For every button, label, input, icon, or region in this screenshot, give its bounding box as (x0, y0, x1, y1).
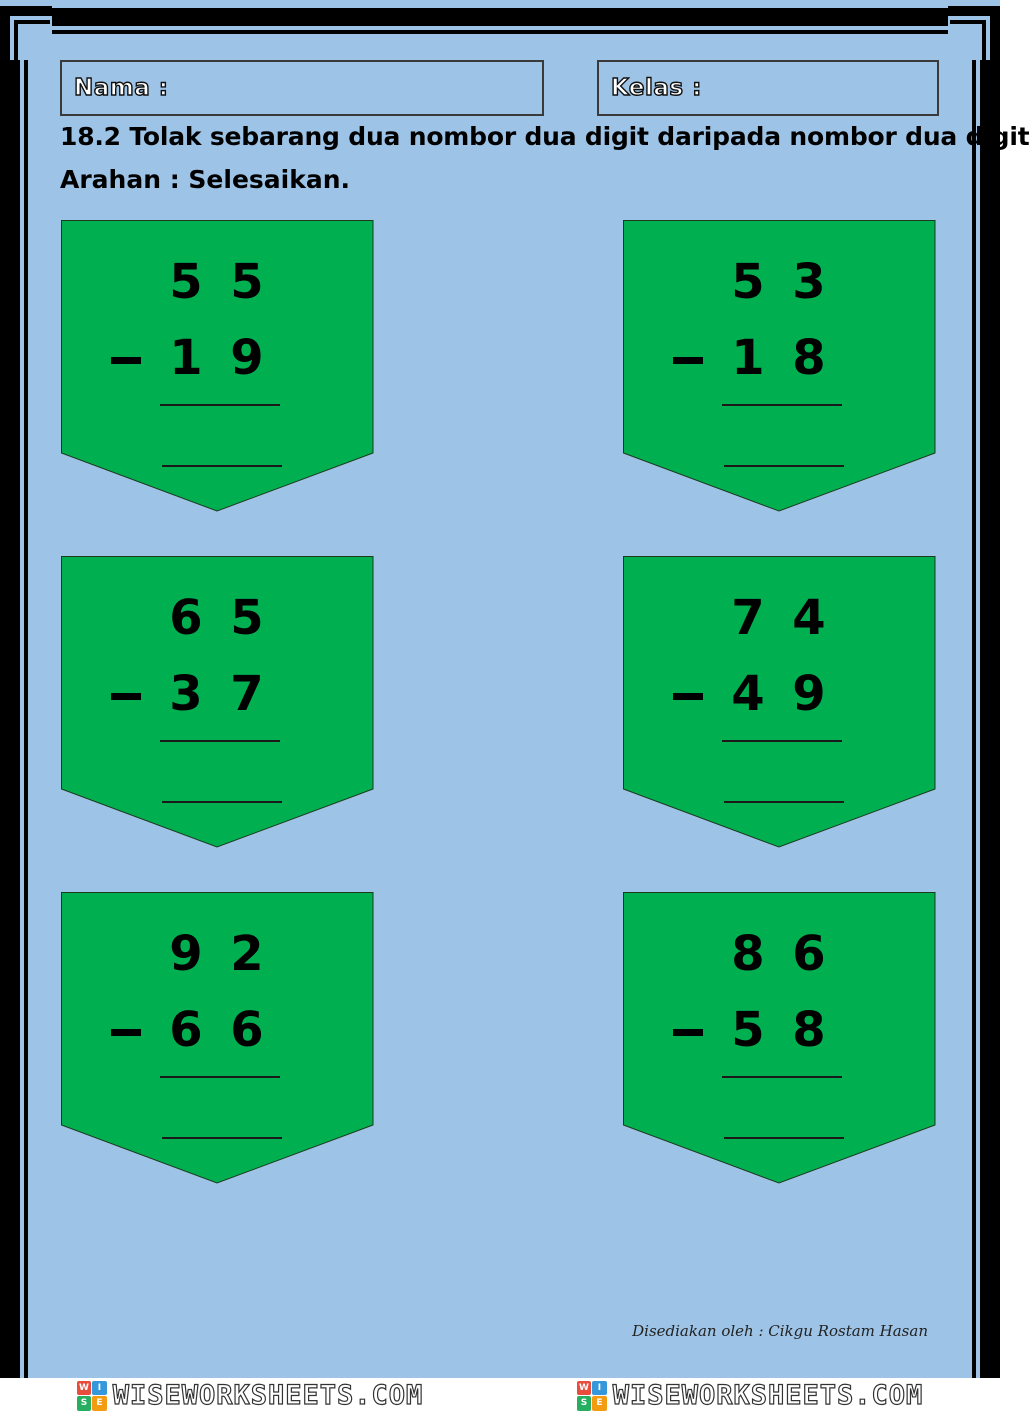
minus-sign (673, 357, 703, 364)
minuend-ones-digit: 3 (792, 254, 826, 310)
answer-line[interactable] (724, 465, 844, 467)
answer-line[interactable] (162, 465, 282, 467)
watermark-text: WISEWORKSHEETS.COM (612, 1379, 924, 1411)
minuend-ones-digit: 6 (792, 926, 826, 982)
subtrahend-tens-digit: 3 (169, 666, 203, 722)
subtrahend-ones-digit: 8 (792, 330, 826, 386)
frame-right-inner-line (972, 60, 976, 1378)
watermark-item: W I S E WISEWORKSHEETS.COM (576, 1379, 924, 1412)
worksheet-page: Nama : Kelas : 18.2 Tolak sebarang dua n… (0, 0, 1029, 1378)
logo-letter: E (592, 1396, 607, 1411)
minus-sign (111, 357, 141, 364)
wiseworksheets-logo-icon: W I S E (76, 1380, 107, 1411)
footer-watermark-banner: W I S E WISEWORKSHEETS.COM W I S E WISEW… (0, 1378, 1000, 1413)
minuend-ones-digit: 4 (792, 590, 826, 646)
watermark-item: W I S E WISEWORKSHEETS.COM (76, 1379, 424, 1412)
minuend-tens-digit: 5 (731, 254, 765, 310)
pentagon-card-shape (623, 556, 936, 848)
sum-line (160, 1076, 280, 1078)
frame-corner-top-left-inner (14, 20, 50, 60)
sum-line (722, 404, 842, 406)
minuend-tens-digit: 6 (169, 590, 203, 646)
logo-letter: W (76, 1380, 92, 1395)
minus-sign (111, 693, 141, 700)
subtrahend-tens-digit: 6 (169, 1002, 203, 1058)
watermark-text: WISEWORKSHEETS.COM (112, 1379, 424, 1411)
worksheet-instruction: Arahan : Selesaikan. (60, 165, 351, 194)
minus-sign (111, 1029, 141, 1036)
author-credit: Disediakan oleh : Cikgu Rostam Hasan (632, 1322, 928, 1340)
answer-line[interactable] (162, 801, 282, 803)
pentagon-card-shape (61, 892, 374, 1184)
worksheet-title: 18.2 Tolak sebarang dua nombor dua digit… (60, 122, 1029, 151)
frame-corner-top-right (948, 6, 1000, 62)
logo-letter: E (92, 1396, 107, 1411)
minuend-ones-digit: 2 (230, 926, 264, 982)
class-field[interactable]: Kelas : (597, 60, 939, 116)
class-label: Kelas : (610, 74, 702, 101)
sum-line (160, 404, 280, 406)
frame-top-border (52, 8, 948, 26)
answer-line[interactable] (162, 1137, 282, 1139)
minuend-ones-digit: 5 (230, 590, 264, 646)
pentagon-card-shape (623, 220, 936, 512)
logo-letter: S (76, 1396, 92, 1411)
minuend-tens-digit: 7 (731, 590, 765, 646)
frame-corner-top-right-inner (950, 20, 986, 60)
logo-letter: I (592, 1380, 607, 1395)
minuend-tens-digit: 9 (169, 926, 203, 982)
frame-left-border (0, 60, 20, 1378)
subtrahend-ones-digit: 6 (230, 1002, 264, 1058)
pentagon-card-shape (623, 892, 936, 1184)
subtrahend-ones-digit: 9 (792, 666, 826, 722)
frame-top-inner-line (52, 30, 948, 34)
minuend-tens-digit: 5 (169, 254, 203, 310)
logo-letter: I (92, 1380, 107, 1395)
logo-letter: W (576, 1380, 592, 1395)
frame-corner-top-left (0, 6, 52, 62)
frame-left-inner-line (24, 60, 28, 1378)
minuend-tens-digit: 8 (731, 926, 765, 982)
subtrahend-ones-digit: 8 (792, 1002, 826, 1058)
subtrahend-tens-digit: 4 (731, 666, 765, 722)
logo-letter: S (576, 1396, 592, 1411)
subtrahend-ones-digit: 7 (230, 666, 264, 722)
sum-line (722, 1076, 842, 1078)
subtrahend-tens-digit: 5 (731, 1002, 765, 1058)
wiseworksheets-logo-icon: W I S E (576, 1380, 607, 1411)
minus-sign (673, 693, 703, 700)
minuend-ones-digit: 5 (230, 254, 264, 310)
pentagon-card-shape (61, 556, 374, 848)
answer-line[interactable] (724, 1137, 844, 1139)
sum-line (722, 740, 842, 742)
pentagon-card-shape (61, 220, 374, 512)
subtrahend-ones-digit: 9 (230, 330, 264, 386)
answer-line[interactable] (724, 801, 844, 803)
sum-line (160, 740, 280, 742)
minus-sign (673, 1029, 703, 1036)
name-label: Nama : (73, 74, 169, 101)
subtrahend-tens-digit: 1 (169, 330, 203, 386)
frame-right-border (980, 60, 1000, 1378)
name-field[interactable]: Nama : (60, 60, 544, 116)
subtrahend-tens-digit: 1 (731, 330, 765, 386)
